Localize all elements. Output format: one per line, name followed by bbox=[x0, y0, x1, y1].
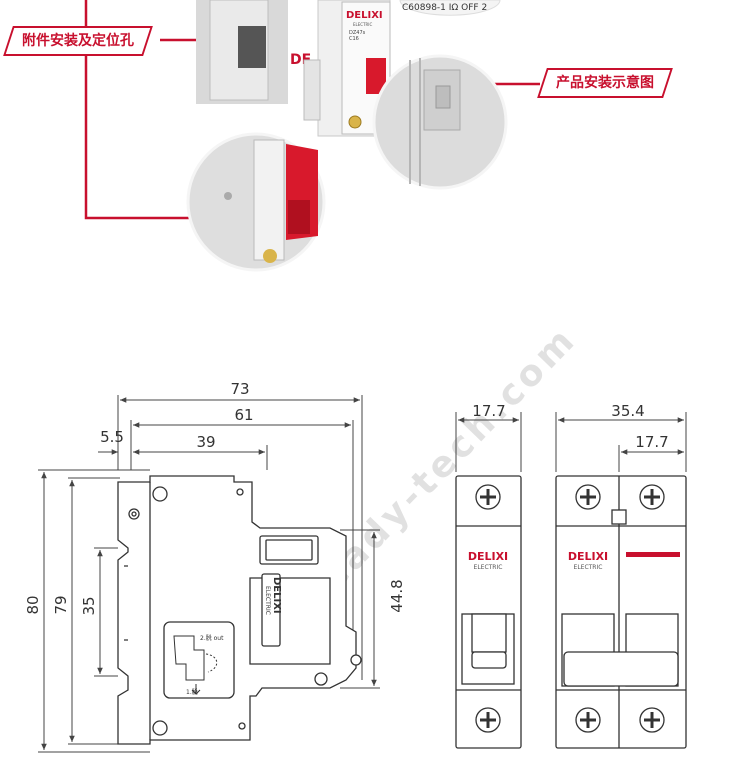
inset-out-label: 2.脱 out bbox=[200, 634, 224, 642]
magnify-handle bbox=[186, 132, 326, 272]
dim-35: 35 bbox=[80, 596, 98, 615]
svg-text:ELECTRIC: ELECTRIC bbox=[353, 22, 372, 27]
dim-79: 79 bbox=[52, 595, 70, 614]
breaker-brand: DELIXI bbox=[346, 10, 383, 21]
dimension-svg: www.steady-tech.com bbox=[24, 318, 687, 753]
magnify-accessory-holes: DE bbox=[196, 0, 311, 104]
leader-line-left bbox=[84, 0, 232, 220]
callout-accessory-holes: 附件安装及定位孔 bbox=[3, 26, 153, 56]
front-2p-brand: DELIXI bbox=[568, 550, 608, 563]
front-2p-dim-lines bbox=[555, 412, 687, 472]
dim-73: 73 bbox=[230, 380, 249, 398]
front-2p-sub: ELECTRIC bbox=[574, 564, 603, 571]
front-2p-red-bar bbox=[626, 552, 680, 557]
side-label-brand: DELIXI bbox=[271, 577, 282, 614]
svg-text:C16: C16 bbox=[349, 36, 359, 42]
dim-5-5: 5.5 bbox=[100, 428, 124, 446]
dim-44-8: 44.8 bbox=[388, 579, 406, 612]
side-label-sub: ELECTRIC bbox=[264, 586, 271, 615]
side-view-body bbox=[117, 475, 362, 745]
dim-35-4: 35.4 bbox=[611, 402, 644, 420]
svg-text:DZ47s: DZ47s bbox=[349, 30, 366, 36]
svg-text:C60898-1 IΩ OFF 2: C60898-1 IΩ OFF 2 bbox=[402, 3, 487, 13]
inset-schematic bbox=[173, 635, 218, 695]
dimension-drawings: www.steady-tech.com bbox=[0, 290, 750, 766]
product-photo: DE DELIXI ELECTRIC DZ47s C16 C60898-1 IΩ… bbox=[84, 0, 540, 272]
callout-installation: 产品安装示意图 bbox=[537, 68, 673, 98]
dim-17-7-single: 17.7 bbox=[472, 402, 505, 420]
inset-in-label: 1.脱 bbox=[186, 688, 198, 696]
side-dimension-lines bbox=[38, 395, 380, 753]
front-1p-sub: ELECTRIC bbox=[474, 564, 503, 571]
front-view-2p bbox=[555, 475, 687, 749]
dim-80: 80 bbox=[24, 595, 42, 614]
dim-17-7-double: 17.7 bbox=[635, 433, 668, 451]
magnify-label: C60898-1 IΩ OFF 2 bbox=[399, 0, 501, 16]
magnify-installation bbox=[372, 54, 508, 190]
front-1p-dim-lines bbox=[455, 412, 522, 472]
dim-61: 61 bbox=[234, 406, 253, 424]
product-photo-section: DE DELIXI ELECTRIC DZ47s C16 C60898-1 IΩ… bbox=[0, 0, 750, 290]
dim-39: 39 bbox=[196, 433, 215, 451]
front-view-1p bbox=[455, 475, 522, 749]
front-1p-brand: DELIXI bbox=[468, 550, 508, 563]
